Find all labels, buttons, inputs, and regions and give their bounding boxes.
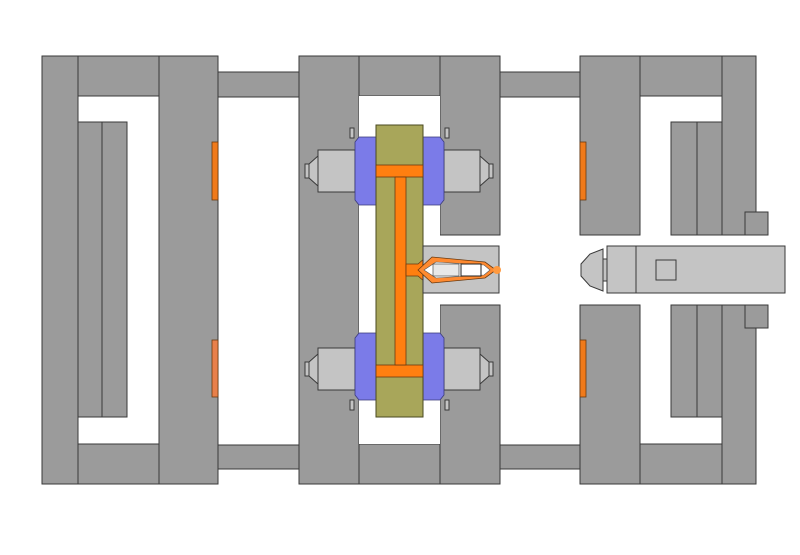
cylinder	[443, 127, 494, 193]
clamp-block	[422, 332, 445, 401]
heater-pad	[579, 141, 587, 201]
cylinder	[443, 347, 494, 411]
clamp-block	[422, 136, 445, 206]
middle-mold-unit	[298, 55, 501, 485]
clamp-block	[354, 136, 377, 206]
heater-pad	[579, 339, 587, 398]
cylinder	[304, 127, 356, 193]
heater-pad	[211, 141, 219, 201]
injection-barrel	[580, 245, 786, 294]
right-injection-unit	[579, 55, 786, 485]
hot-runner-nozzle	[417, 245, 501, 294]
tie-bars	[217, 71, 581, 470]
cylinder	[304, 347, 356, 411]
clamp-block	[354, 332, 377, 401]
left-clamp-unit	[41, 55, 219, 485]
heater-pad	[211, 339, 219, 398]
